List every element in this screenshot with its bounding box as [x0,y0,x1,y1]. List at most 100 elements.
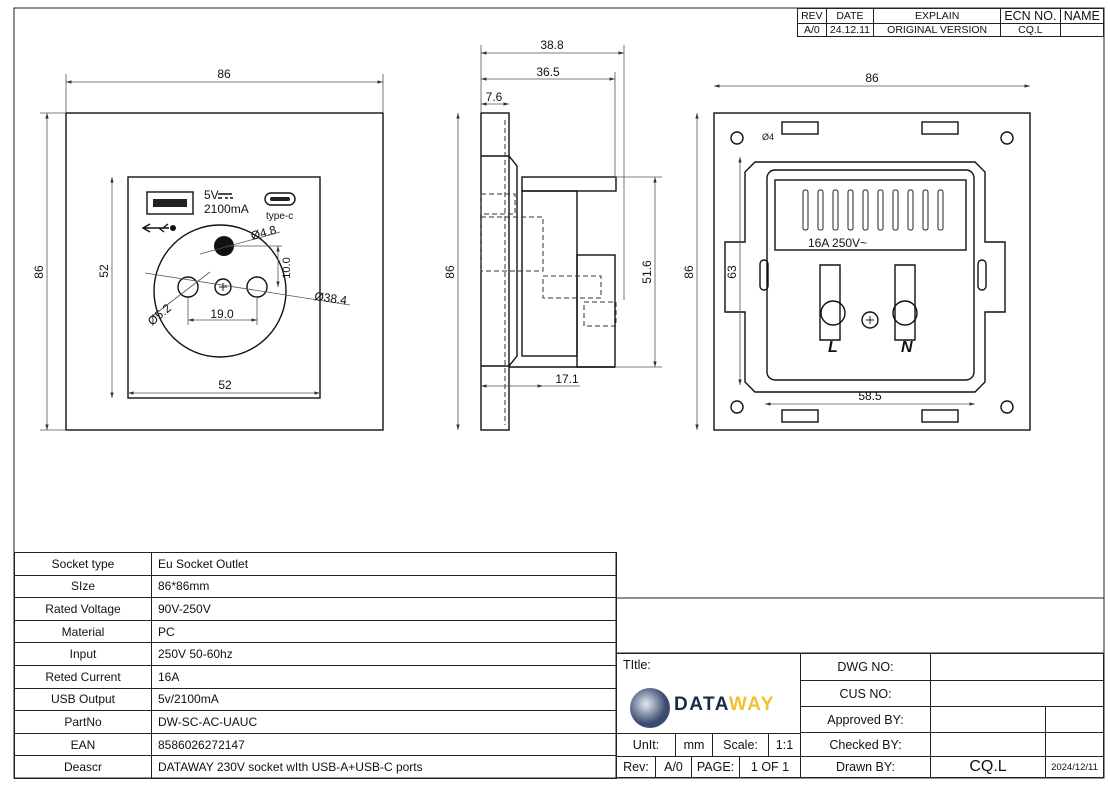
usb-rating-line1: 5V [204,188,219,202]
dc-symbol-icon [218,193,233,199]
approved-date [1045,706,1104,733]
pin-spacing-dim: 19.0 [210,307,234,321]
drawn-value: CQ.L [930,756,1046,778]
dataway-logo: DATAWAY [674,694,775,716]
spec-label: PartNo [14,710,152,734]
explain-value: ORIGINAL VERSION [873,23,1002,37]
spec-value: 8586026272147 [151,732,617,757]
approved-label: Approved BY: [800,706,931,733]
inner-height-dim: 52 [97,264,111,278]
back-rating-label: 16A 250V~ [808,236,867,250]
inner-width-dim: 52 [218,378,232,392]
rev-value: A/0 [797,23,827,37]
page-label: PAGE: [691,756,740,778]
revision-table: REV DATE EXPLAIN ECN NO. NAME A/0 24.12.… [797,8,1105,37]
drawn-label: Drawn BY: [800,756,931,778]
body-height-dim: 51.6 [640,260,654,284]
screw-icon [214,278,232,296]
neutral-terminal [892,300,918,326]
circle-dia-dim: Ø38.4 [314,289,349,307]
date-header: DATE [825,8,875,24]
vent-slots [802,189,944,231]
earth-dia-dim: Ø4.8 [249,223,278,243]
ecn-value: CQ.L [1000,23,1061,37]
logo-text-dark: DATA [674,694,729,715]
rev-header: REV [797,8,827,24]
clip-depth-dim: 17.1 [555,372,579,386]
back-width-dim: 86 [865,71,879,85]
cus-no-value [930,680,1104,707]
back-view: 86 86 Ø4 16A 250V~ L N 63 58.5 [682,71,1031,431]
checked-label: Checked BY: [800,732,931,757]
back-height-dim: 86 [682,265,696,279]
unit-label: UnIt: [616,733,676,757]
spec-label: Material [14,619,152,644]
depth-body-dim: 36.5 [536,65,560,79]
spec-value: DATAWAY 230V socket wIth USB-A+USB-C por… [151,755,617,779]
spec-value: 86*86mm [151,574,617,599]
spec-value: 250V 50-60hz [151,642,617,666]
front-height-dim: 86 [32,265,46,279]
spec-value: DW-SC-AC-UAUC [151,710,617,734]
checked-value [930,732,1046,757]
spec-label: Socket type [14,552,152,576]
logo-text-accent: WAY [728,694,775,715]
name-header: NAME [1059,8,1105,24]
scale-label: Scale: [712,733,769,757]
usb-rating-line2: 2100mA [204,202,249,216]
pin-hole-right [246,276,268,298]
page-value: 1 OF 1 [739,756,801,778]
dwg-no-label: DWG NO: [800,653,931,681]
ecn-header: ECN NO. [1000,8,1061,24]
spec-value: 90V-250V [151,597,617,621]
cus-no-label: CUS NO: [800,680,931,707]
usb-c-port-icon [264,192,296,206]
inner-width-back-dim: 58.5 [858,389,882,403]
spec-value: PC [151,619,617,644]
usb-a-port-icon [146,191,194,215]
front-width-dim: 86 [217,67,231,81]
spec-value: 5v/2100mA [151,687,617,712]
plate-thickness-dim: 7.6 [486,90,503,104]
usb-symbol-icon [141,223,169,233]
earth-screw-icon [861,311,879,329]
socket-recess [153,224,287,358]
title-label: TItle: [623,658,651,672]
earth-offset-dim: 10.0 [281,257,293,278]
spec-label: SIze [14,574,152,599]
spec-label: EAN [14,732,152,757]
unit-value: mm [675,733,713,757]
hole-dia-dim: Ø4 [762,132,774,142]
spec-value: Eu Socket Outlet [151,552,617,576]
rev-label: Rev: [616,756,656,778]
drawn-date: 2024/12/11 [1045,756,1104,778]
dwg-no-value [930,653,1104,681]
typec-label: type-c [266,211,293,222]
front-view: 86 86 52 52 5V 2100mA type-c Ø4.8 Ø5.2 [32,67,384,431]
spec-label: USB Output [14,687,152,712]
pin-dia-dim: Ø5.2 [145,301,174,329]
depth-total-dim: 38.8 [540,38,564,52]
name-value [1059,23,1105,37]
rev-value: A/0 [655,756,692,778]
dataway-logo-icon [630,688,670,728]
spec-value: 16A [151,664,617,689]
spec-label: Deascr [14,755,152,779]
spec-label: Reted Current [14,664,152,689]
checked-date [1045,732,1104,757]
inner-height-back-dim: 63 [725,265,739,279]
earth-pin [214,236,234,256]
side-height-dim: 86 [443,265,457,279]
